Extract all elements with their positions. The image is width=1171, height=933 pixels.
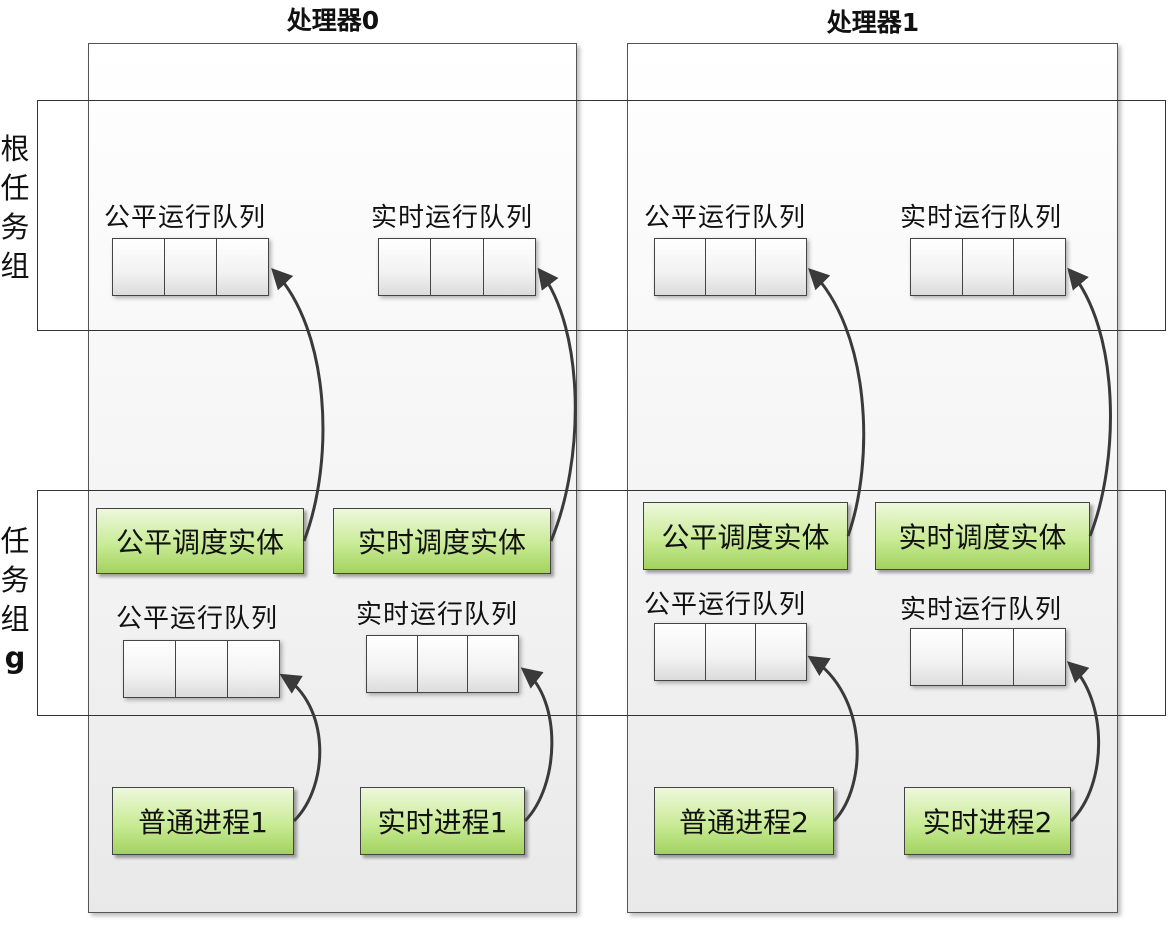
queue-slot [961,628,1015,686]
queue-slot [366,635,418,693]
root-task-group-label: 根 任 务 组 [0,132,30,283]
queue-slot [654,238,706,296]
processor-0-title: 处理器0 [286,6,380,35]
p0-normal-process: 普通进程1 [112,787,294,855]
p1-root-rt-rq-label: 实时运行队列 [900,203,1063,233]
processor-1-title: 处理器1 [826,8,920,37]
p0-g-fair-rq [123,640,280,698]
p1-normal-process: 普通进程2 [654,787,834,855]
p1-g-fair-rq-label: 公平运行队列 [644,590,807,620]
queue-slot [467,635,520,693]
task-group-g-band [37,490,1166,716]
queue-slot [123,640,176,698]
queue-slot [1013,238,1067,296]
queue-slot [227,640,280,698]
queue-slot [378,238,432,296]
p0-g-rt-rq-label: 实时运行队列 [356,600,519,630]
queue-slot [755,623,808,681]
p1-rt-sched-entity: 实时调度实体 [875,502,1090,570]
processor-0-column [88,43,577,913]
p1-g-rt-rq-label: 实时运行队列 [900,595,1063,625]
task-group-g-label: 任 务 组 g [0,524,30,675]
p0-g-fair-rq-label: 公平运行队列 [116,604,279,634]
p1-root-fair-rq-label: 公平运行队列 [644,203,807,233]
queue-slot [216,238,269,296]
queue-slot [430,238,484,296]
p1-rt-process: 实时进程2 [904,787,1071,855]
queue-slot [112,238,165,296]
queue-slot [704,623,757,681]
queue-slot [1013,628,1067,686]
p0-fair-sched-entity: 公平调度实体 [96,508,304,574]
p0-root-fair-rq-label: 公平运行队列 [104,203,267,233]
queue-slot [755,238,808,296]
queue-slot [910,628,963,686]
queue-slot [910,238,963,296]
p0-root-rt-rq-label: 实时运行队列 [371,203,534,233]
p0-root-fair-rq [112,238,269,296]
p0-root-rt-rq [378,238,536,296]
queue-slot [175,640,228,698]
p1-root-rt-rq [910,238,1067,296]
p0-g-rt-rq [366,635,520,693]
p1-fair-sched-entity: 公平调度实体 [643,502,848,570]
p0-rt-sched-entity: 实时调度实体 [333,508,551,574]
p1-g-fair-rq [654,623,808,681]
processor-1-column [627,43,1118,913]
queue-slot [654,623,706,681]
p1-root-fair-rq [654,238,808,296]
p1-g-rt-rq [910,628,1067,686]
queue-slot [416,635,469,693]
p0-rt-process: 实时进程1 [360,787,525,855]
queue-slot [482,238,536,296]
queue-slot [704,238,757,296]
queue-slot [961,238,1015,296]
root-task-group-band [37,100,1166,331]
queue-slot [164,238,217,296]
